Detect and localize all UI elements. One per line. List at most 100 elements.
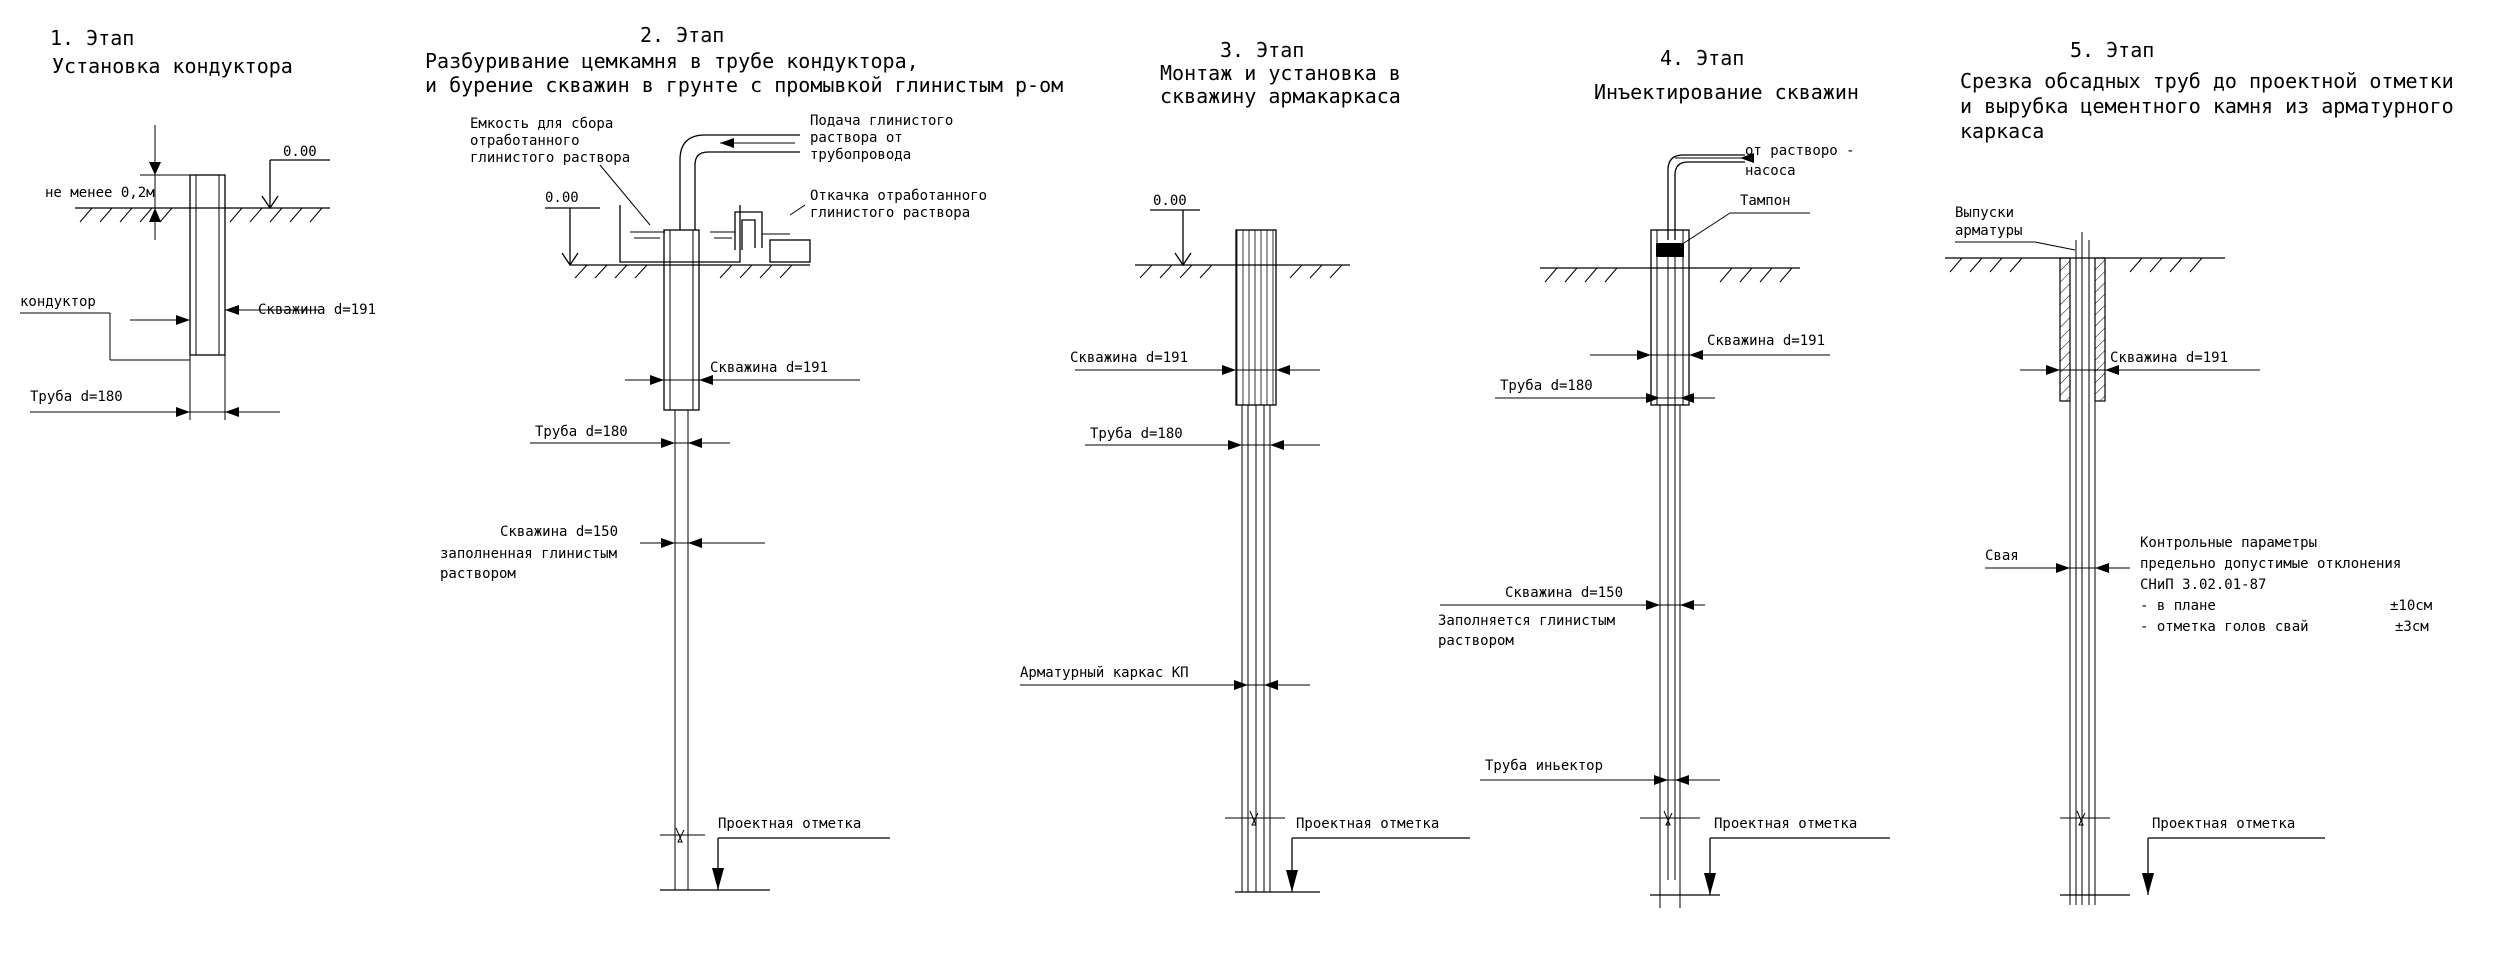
stage-2-casing: [660, 229, 770, 891]
stage-4-from-1: от растворо -: [1745, 143, 1855, 159]
stage-5-well-dim: Скважина d=191: [2020, 350, 2260, 375]
stage-2-filled-1: заполненная глинистым: [440, 546, 618, 562]
stage-1-ground: [75, 207, 330, 223]
stage-3: 3. Этап Монтаж и установка в скважину ар…: [1020, 38, 1470, 893]
stage-3-design-mark: Проектная отметка: [1286, 816, 1470, 892]
stage-4-injector-dim: Труба иньектор: [1480, 758, 1720, 785]
stage-5-subtitle-3: каркаса: [1960, 119, 2044, 143]
stage-3-title: 3. Этап: [1220, 38, 1304, 62]
params-line-5: - отметка голов свай: [2140, 619, 2309, 635]
stage-4-well150: Скважина d=150: [1505, 585, 1623, 601]
stage-5-ground: [1945, 257, 2225, 273]
stage-2-level-marker: 0.00: [545, 190, 600, 267]
stage-2-supply-label-3: трубопровода: [810, 147, 911, 163]
stage-4-pipe-dim: Труба d=180: [1495, 378, 1715, 403]
stage-3-pipe-dim: Труба d=180: [1085, 426, 1320, 450]
stage-1-level: 0.00: [283, 144, 317, 160]
stage-5-rebar-1: Выпуски: [1955, 205, 2014, 221]
stage-4-well191: Скважина d=191: [1707, 333, 1825, 349]
stage-2-supply-label-1: Подача глинистого: [810, 113, 953, 129]
stage-2-design-mark: Проектная отметка: [712, 816, 890, 890]
stage-2-mark: Проектная отметка: [718, 816, 861, 832]
stage-5-title: 5. Этап: [2070, 38, 2154, 62]
stage-2-well150: Скважина d=150: [500, 524, 618, 540]
params-line-4: - в плане: [2140, 598, 2216, 614]
stage-3-well-dim: Скважина d=191: [1070, 350, 1320, 375]
stage-4-injector: Труба иньектор: [1485, 758, 1603, 774]
stage-4-plug: Тампон: [1656, 193, 1810, 257]
stage-1-pipe-dim: Труба d=180: [30, 389, 280, 417]
stage-3-pipe: Труба d=180: [1090, 426, 1183, 442]
params-value-2: ±3см: [2395, 619, 2429, 635]
stage-2-tank-label-3: глинистого раствора: [470, 150, 630, 166]
stage-3-subtitle-2: скважину армакаркаса: [1160, 84, 1401, 108]
stage-4-title: 4. Этап: [1660, 46, 1744, 70]
stage-2-pipe-dim: Труба d=180: [530, 424, 730, 448]
stage-4-mark: Проектная отметка: [1714, 816, 1857, 832]
params-line-3: СНиП 3.02.01-87: [2140, 577, 2266, 593]
stage-4-pipe: Труба d=180: [1500, 378, 1593, 394]
stage-1-subtitle: Установка кондуктора: [52, 54, 293, 78]
stage-4-casing: [1640, 229, 1720, 908]
stage-5: 5. Этап Срезка обсадных труб до проектно…: [1945, 38, 2454, 905]
stage-4-design-mark: Проектная отметка: [1704, 816, 1890, 895]
stage-2-level: 0.00: [545, 190, 579, 206]
stage-2: 2. Этап Разбуривание цемкамня в трубе ко…: [425, 23, 1063, 891]
stage-4-well191-dim: Скважина d=191: [1590, 333, 1830, 360]
stage-2-title: 2. Этап: [640, 23, 724, 47]
stage-4-injection-pipe: от растворо - насоса: [1667, 143, 1855, 240]
stage-2-pipe: Труба d=180: [535, 424, 628, 440]
stage-5-well: Скважина d=191: [2110, 350, 2228, 366]
stage-2-supply-pipe: [679, 134, 800, 230]
stage-2-subtitle-2: и бурение скважин в грунте с промывкой г…: [425, 73, 1063, 97]
stage-4-plug-label: Тампон: [1740, 193, 1791, 209]
stage-3-casing: [1225, 229, 1320, 893]
stage-1-depth: не менее 0,2м: [45, 185, 155, 201]
stage-2-well150-dim: Скважина d=150 заполненная глинистым рас…: [440, 524, 765, 582]
stage-2-well191-dim: Скважина d=191: [625, 360, 860, 385]
stage-2-pump-label-1: Откачка отработанного: [810, 188, 987, 204]
stage-1-conductor: [189, 174, 226, 420]
stage-2-tank-leader: [599, 164, 651, 226]
stage-3-cage-dim: Арматурный каркас КП: [1020, 665, 1310, 690]
stage-2-supply-label-2: раствора от: [810, 130, 903, 146]
stage-4-from-2: насоса: [1745, 163, 1796, 179]
stage-2-pump: [734, 204, 811, 263]
stage-5-pile-dim: Свая: [1985, 548, 2130, 573]
stage-2-ground: [570, 264, 810, 279]
stage-1-conductor-callout: кондуктор: [20, 294, 190, 361]
stage-2-filled-2: раствором: [440, 566, 516, 582]
stage-2-well191: Скважина d=191: [710, 360, 828, 376]
stage-5-pile-label: Свая: [1985, 548, 2019, 564]
stage-4: 4. Этап Инъектирование скважин от раство…: [1438, 46, 1890, 908]
params-line-2: предельно допустимые отклонения: [2140, 556, 2401, 572]
stage-2-tank-label-2: отработанного: [470, 133, 580, 149]
stage-5-control-params: Контрольные параметры предельно допустим…: [2140, 535, 2433, 635]
stage-1-title: 1. Этап: [50, 26, 134, 50]
stage-3-level-marker: 0.00: [1150, 193, 1200, 267]
stage-3-cage: Арматурный каркас КП: [1020, 665, 1189, 681]
stage-5-rebar-2: арматуры: [1955, 223, 2022, 239]
stage-2-tank-label-1: Емкость для сбора: [470, 116, 613, 132]
stage-1-level-marker: 0.00: [261, 144, 330, 210]
stage-4-ground: [1540, 267, 1800, 283]
stage-4-fill-1: Заполняется глинистым: [1438, 613, 1616, 629]
stage-3-mark: Проектная отметка: [1296, 816, 1439, 832]
stage-5-design-mark: Проектная отметка: [2142, 816, 2325, 895]
stage-1: 1. Этап Установка кондуктора 0.00: [20, 26, 376, 420]
stage-2-tank: [619, 205, 741, 263]
stage-1-conductor-label: кондуктор: [20, 294, 96, 310]
stage-4-subtitle: Инъектирование скважин: [1594, 80, 1859, 104]
params-line-1: Контрольные параметры: [2140, 535, 2317, 551]
stage-5-subtitle-2: и вырубка цементного камня из арматурног…: [1960, 94, 2454, 118]
stage-3-level: 0.00: [1153, 193, 1187, 209]
stage-5-rebar-callout: Выпуски арматуры: [1955, 205, 2076, 251]
stage-4-fill-2: раствором: [1438, 633, 1514, 649]
stage-5-mark: Проектная отметка: [2152, 816, 2295, 832]
stage-1-depth-dim: не менее 0,2м: [45, 125, 190, 240]
stage-1-well-dim: Скважина d=191: [225, 302, 376, 318]
stage-1-well: Скважина d=191: [258, 302, 376, 318]
stage-2-pump-label-2: глинистого раствора: [810, 205, 970, 221]
stage-5-subtitle: Срезка обсадных труб до проектной отметк…: [1960, 69, 2454, 93]
